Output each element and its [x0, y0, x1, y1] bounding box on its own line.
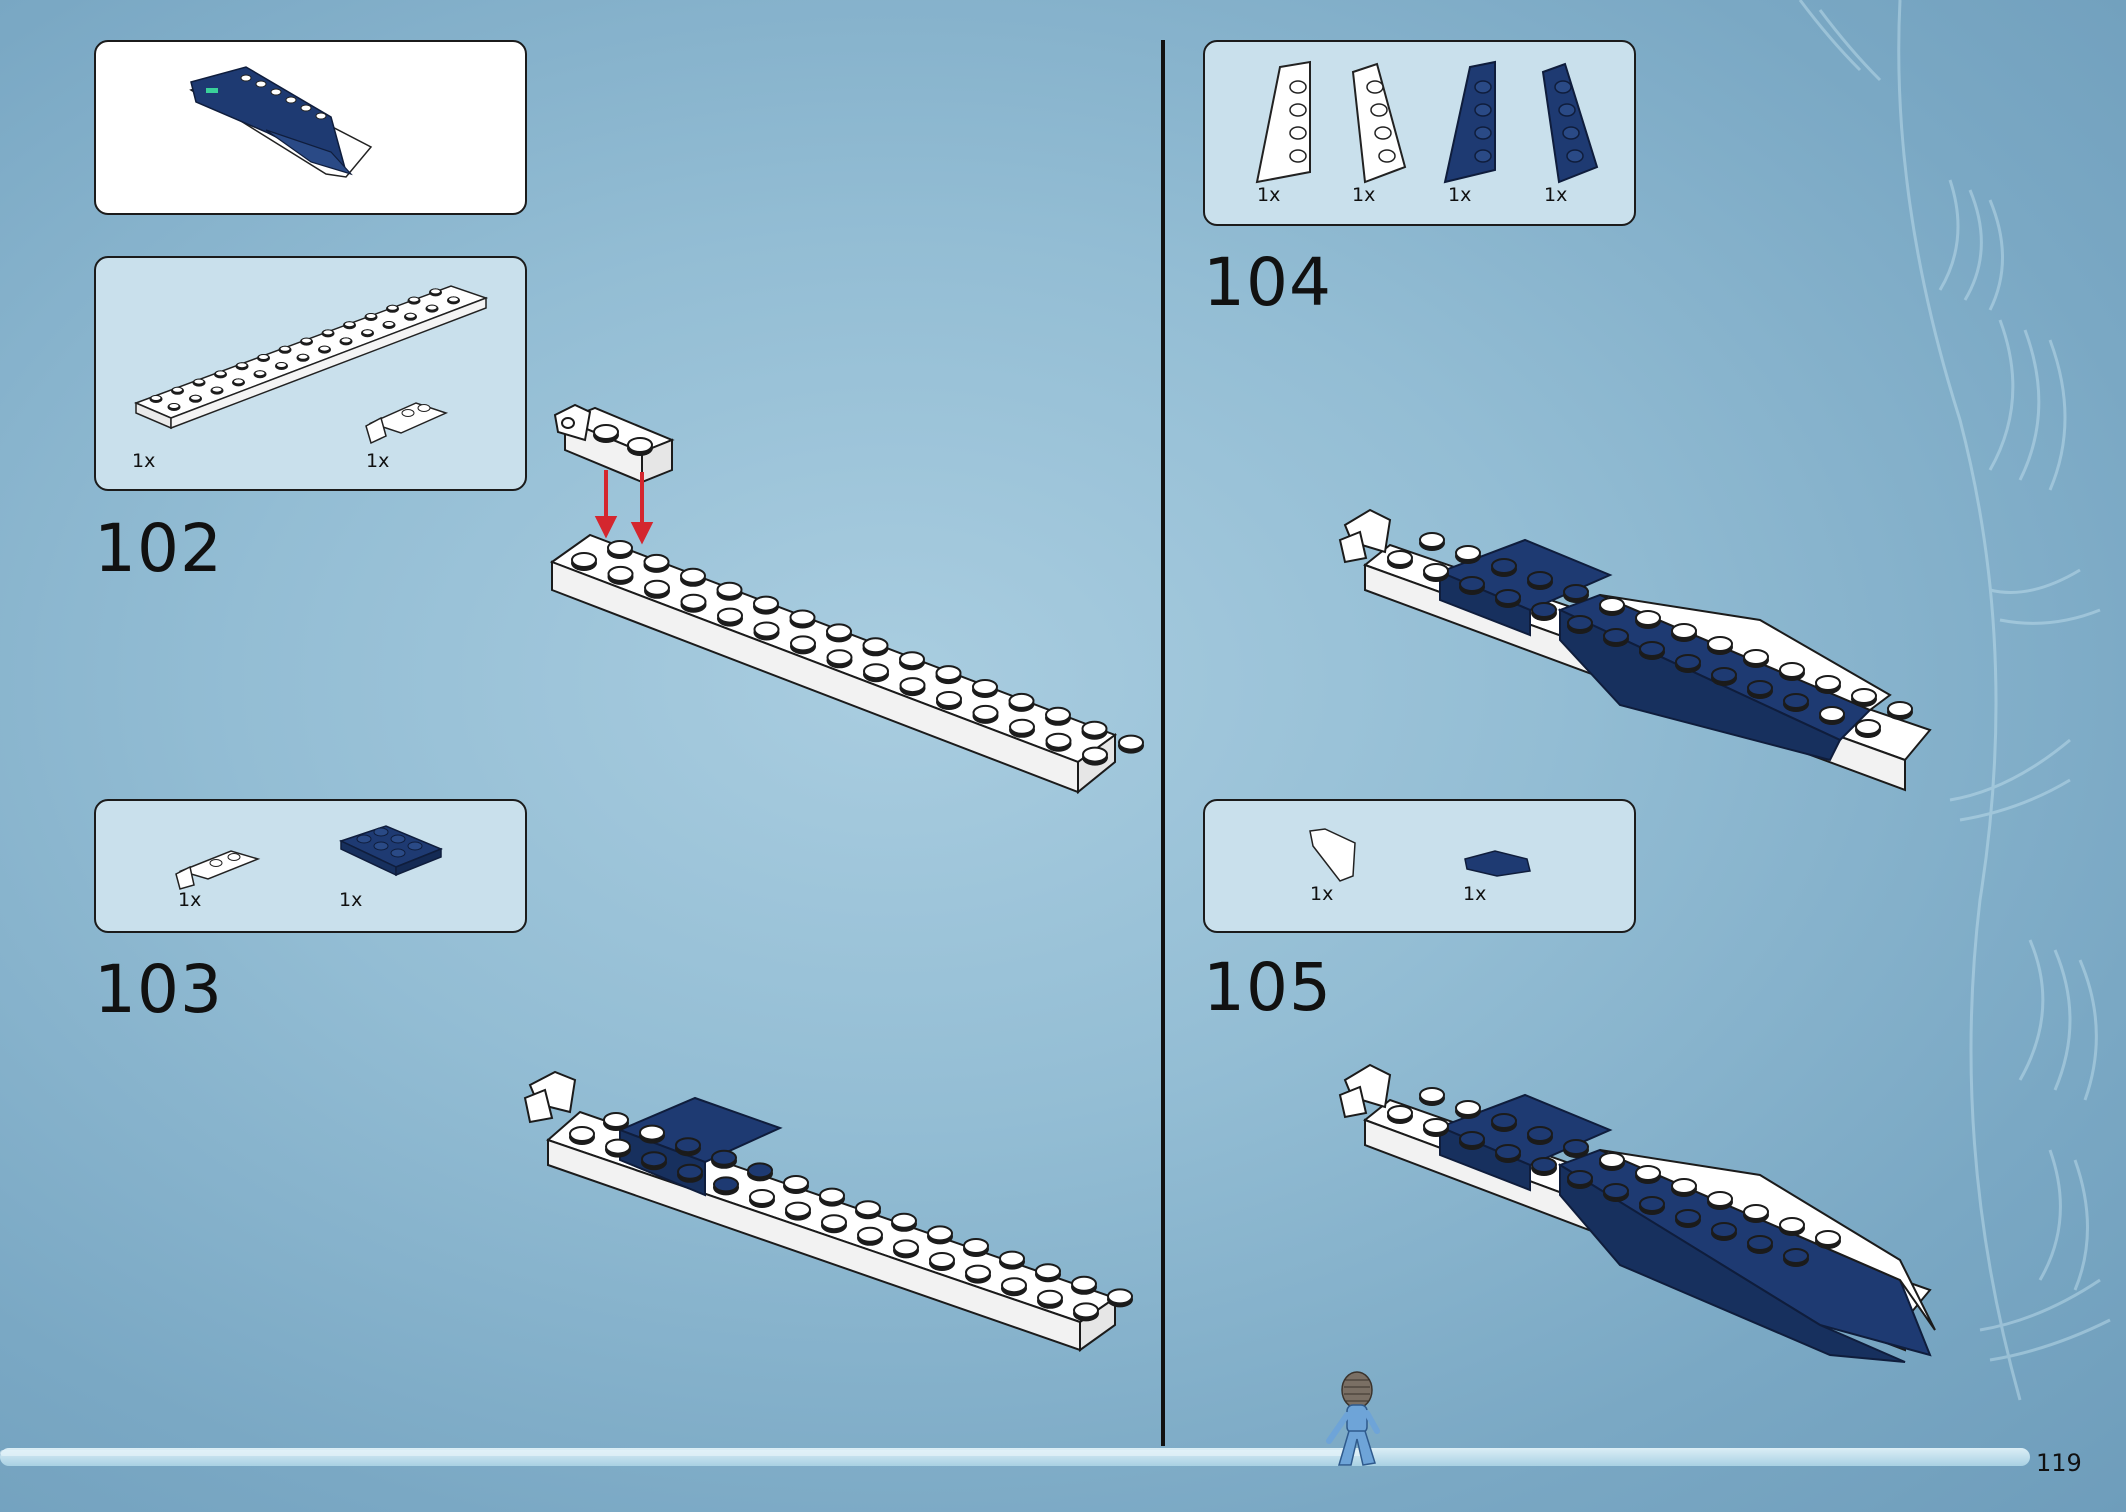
step-102-number: 102	[94, 510, 223, 587]
step-104-parts-illustration	[1255, 60, 1599, 184]
white-clip-plate-part	[365, 402, 449, 445]
previous-assembly-illustration	[189, 66, 373, 178]
step-103-number: 103	[94, 951, 223, 1028]
step-103-parts-panel: 1x 1x	[94, 799, 527, 933]
step-102-part-2-qty: 1x	[366, 450, 390, 472]
step-102-parts-panel: 1x 1x	[94, 256, 527, 491]
step-103-parts-illustration	[175, 825, 443, 890]
step-104-number: 104	[1203, 244, 1332, 321]
previous-step-preview-panel	[94, 40, 527, 215]
navi-character-figure	[1326, 1371, 1380, 1466]
step-104-part-1-qty: 1x	[1257, 184, 1281, 206]
step-105-parts-panel: 1x 1x	[1203, 799, 1636, 933]
step-103-part-2-qty: 1x	[339, 889, 363, 911]
step-102-assembly-illustration	[549, 403, 1144, 795]
step-104-part-2-qty: 1x	[1352, 184, 1376, 206]
step-105-number: 105	[1203, 949, 1332, 1026]
step-104-part-4-qty: 1x	[1544, 184, 1568, 206]
red-arrow-icon	[594, 470, 654, 545]
page-divider	[1161, 40, 1165, 1446]
step-104-part-3-qty: 1x	[1448, 184, 1472, 206]
step-104-parts-panel: 1x 1x 1x 1x	[1203, 40, 1636, 226]
step-105-part-1-qty: 1x	[1310, 883, 1334, 905]
page-number: 119	[2036, 1449, 2082, 1477]
step-103-assembly-illustration	[523, 1070, 1133, 1352]
white-plate-long-part	[133, 285, 489, 430]
step-105-parts-illustration	[1309, 828, 1531, 882]
progress-bar-highlight	[0, 1450, 1370, 1456]
step-103-part-1-qty: 1x	[178, 889, 202, 911]
step-102-part-1-qty: 1x	[132, 450, 156, 472]
step-105-part-2-qty: 1x	[1463, 883, 1487, 905]
